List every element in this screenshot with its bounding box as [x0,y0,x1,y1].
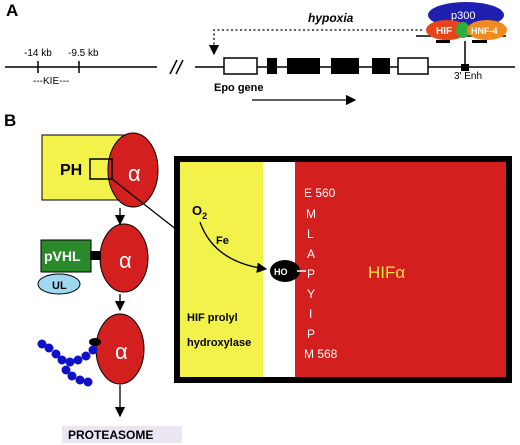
arnt-protein [456,22,470,38]
residue-1: M [306,207,316,221]
hydroxyl-group [270,260,300,282]
residue-4: P [307,267,315,281]
exon-5 [372,58,390,74]
ul-protein [37,273,81,295]
ho-label: HO [274,267,288,277]
residue-8: M 568 [304,347,338,361]
hnf4-protein [467,20,507,40]
exon-6 [397,57,429,75]
marker-14kb: -14 kb [24,48,52,59]
ul-label: UL [52,280,67,292]
proteasome-label: PROTEASOME [68,428,153,442]
exon-3 [287,58,320,74]
hydroxyl-mark [89,338,101,346]
proteasome-box [62,426,182,443]
kie-label: ---KIE--- [33,76,69,87]
hydroxylation-arrow [199,221,268,273]
hif-alpha-label: HIFα [368,263,405,282]
panel-a-label: A [6,1,18,20]
hif-label: HIF [436,26,452,37]
iron-label: Fe [216,235,229,247]
zoom-line [111,178,178,231]
exon-4 [331,58,359,74]
exon-1 [223,57,258,75]
hif-alpha-subunit-1 [107,132,159,208]
marker-9-5kb: -9.5 kb [68,48,99,59]
hypoxia-label: hypoxia [308,11,354,25]
detail-hydroxylase [180,162,263,377]
residue-7: P [307,327,315,341]
hydroxylase-label-1: HIF prolyl [187,312,238,324]
residue-0: E 560 [304,186,336,200]
ubiquitin-chain [37,339,98,387]
epo-gene-label: Epo gene [214,82,264,94]
zoom-box [89,158,113,180]
break-symbol [169,59,178,75]
enhancer-site [461,64,469,71]
hif-binding-site [436,40,450,43]
ph-label: PH [60,162,82,179]
residue-3: A [307,247,315,261]
pvhl-link [90,251,101,260]
hypoxia-arrow [208,29,422,56]
alpha-symbol-2: α [119,248,132,273]
residue-6: I [309,307,312,321]
pvhl-label: pVHL [44,248,81,264]
hnf4-binding-site [472,40,487,43]
hnf4-label: HNF-4 [471,26,498,36]
p300-label: p300 [451,10,475,22]
detail-hif-alpha [295,162,506,377]
residue-5: Y [307,287,315,301]
enhancer-label: 3' Enh [454,71,482,82]
residue-2: L [307,227,314,241]
alpha-symbol-1: α [128,161,141,186]
alpha-symbol-3: α [115,339,128,364]
hydroxylase-label-2: hydroxylase [187,337,251,349]
residue-sequence: E 560 M L A P Y I P M 568 [304,186,338,361]
exon-2 [267,58,277,74]
oxygen-label: O2 [192,203,207,221]
hif-protein [426,20,468,40]
panel-b-label: B [4,111,16,130]
pvhl-protein [40,239,92,273]
